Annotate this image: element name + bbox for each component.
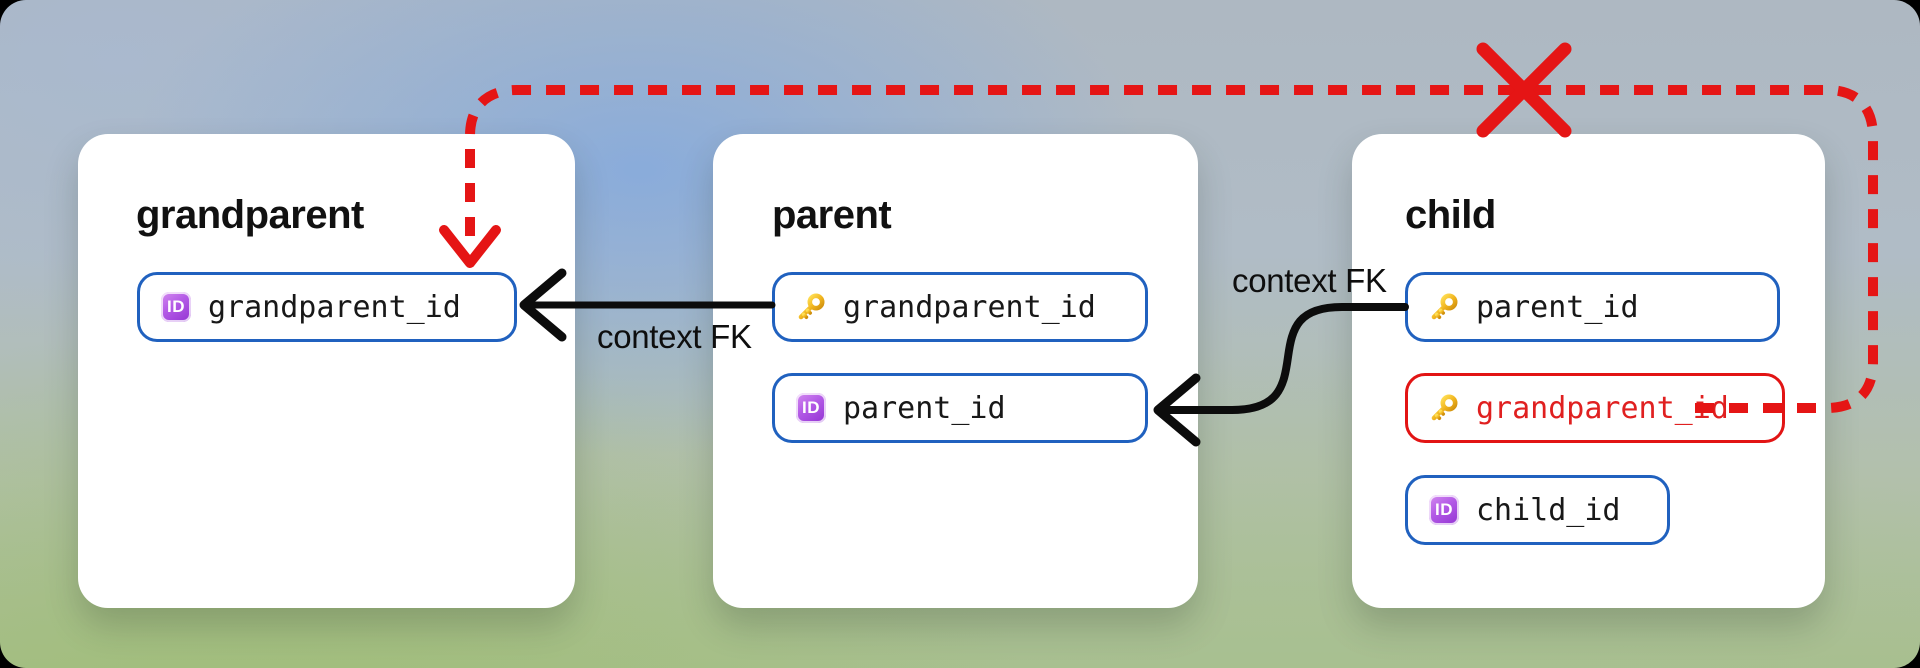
edge-label-context-fk-1: context FK (597, 318, 752, 355)
table-title: grandparent (136, 193, 364, 237)
field-pill-parent-id: ID parent_id (772, 373, 1148, 443)
id-icon: ID (796, 393, 826, 423)
field-name: parent_id (843, 390, 1006, 426)
field-pill-grandparent-id-invalid: grandparent_id (1405, 373, 1785, 443)
edge-label-context-fk-2: context FK (1232, 262, 1387, 299)
id-icon: ID (1429, 495, 1459, 525)
table-card-parent: parent grandparent_id ID parent_id (713, 134, 1198, 608)
field-pill-child-id: ID child_id (1405, 475, 1670, 545)
table-card-grandparent: grandparent ID grandparent_id (78, 134, 575, 608)
id-icon: ID (161, 292, 191, 322)
table-card-child: child parent_id grandparent_id ID child_… (1352, 134, 1825, 608)
field-name: parent_id (1476, 289, 1639, 325)
field-name: grandparent_id (208, 289, 461, 325)
key-icon (798, 293, 825, 320)
field-name: grandparent_id (843, 289, 1096, 325)
key-icon (1431, 293, 1458, 320)
field-name: grandparent_id (1476, 390, 1729, 426)
key-icon (1431, 394, 1458, 421)
field-pill-grandparent-id: ID grandparent_id (137, 272, 517, 342)
field-pill-parent-id: parent_id (1405, 272, 1780, 342)
table-title: child (1405, 193, 1496, 237)
table-title: parent (772, 193, 892, 237)
field-name: child_id (1476, 492, 1621, 528)
field-pill-grandparent-id: grandparent_id (772, 272, 1148, 342)
